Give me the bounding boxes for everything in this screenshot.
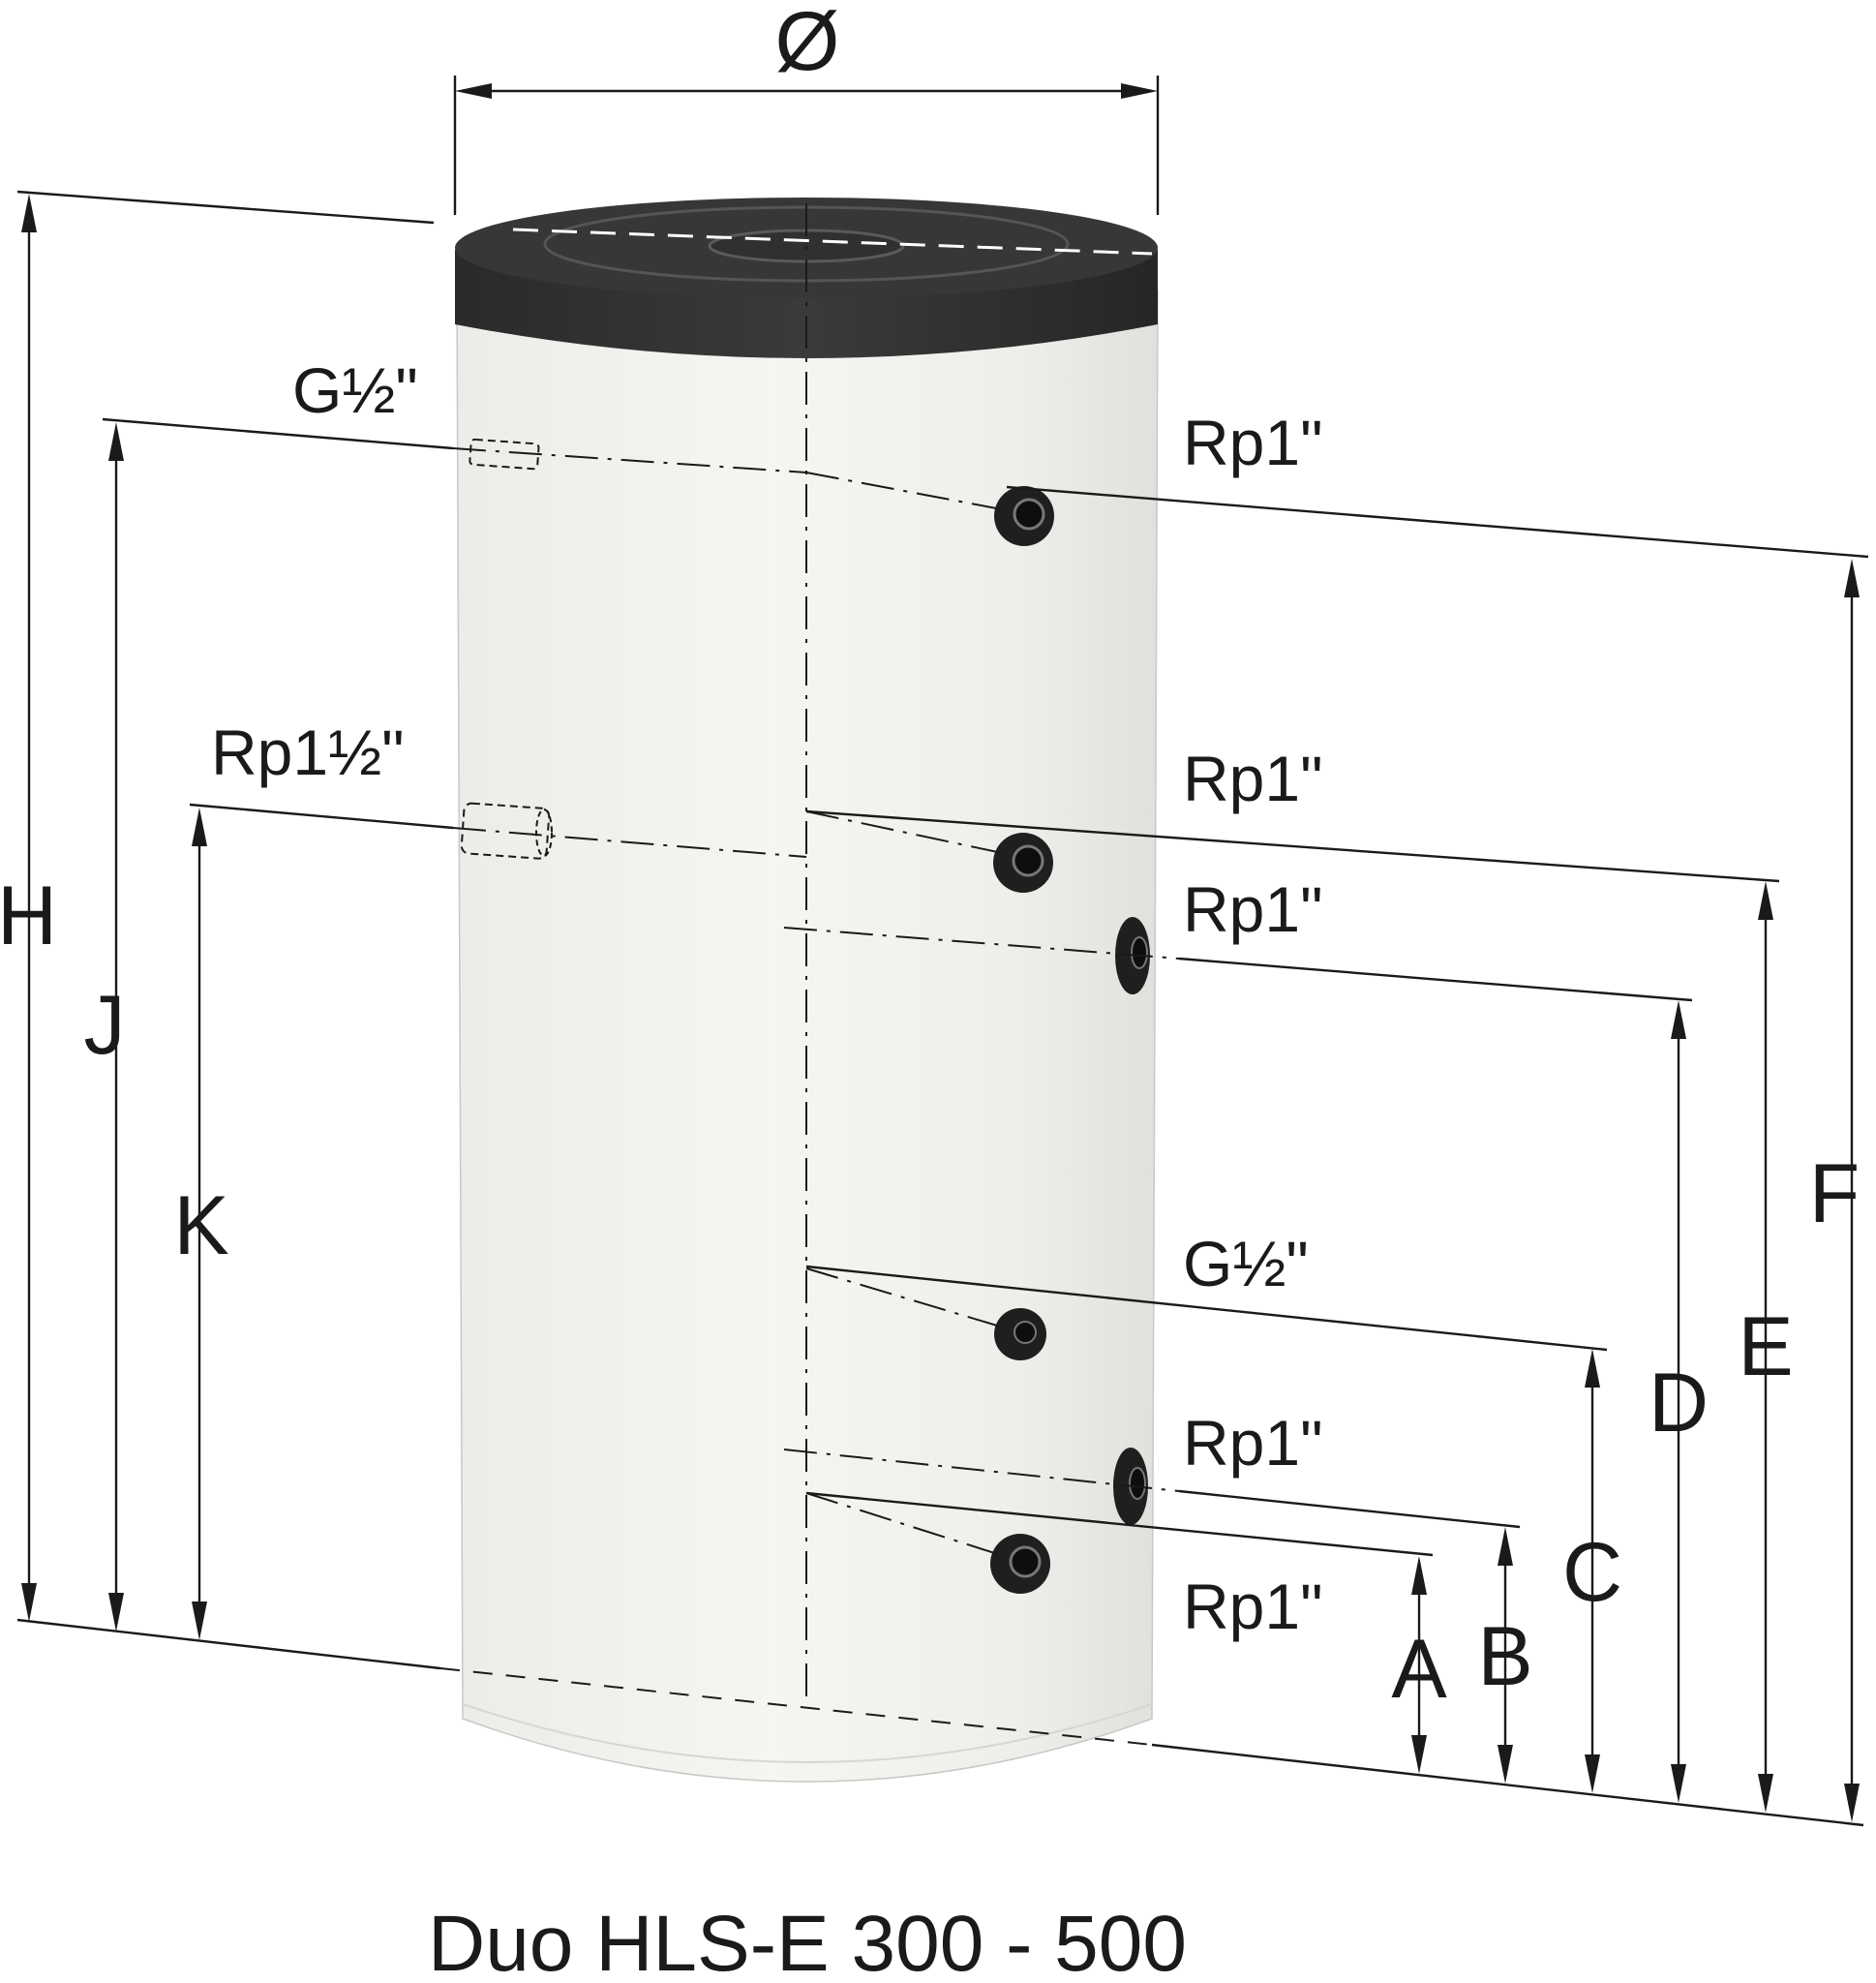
diameter-label: Ø [775, 0, 840, 88]
connection-label-left-top: G½" [292, 354, 418, 426]
tank-bottom-rim [462, 1703, 1153, 1763]
socket-right-2 [993, 833, 1053, 893]
dim-label-k: K [173, 1179, 228, 1272]
connection-label-right-4: G½" [1183, 1228, 1309, 1299]
connection-label-right-2: Rp1" [1183, 743, 1323, 814]
dimension-arrows [21, 194, 1860, 1822]
dim-label-h: H [0, 869, 57, 962]
socket-right-6 [990, 1534, 1050, 1594]
connection-label-right-3: Rp1" [1183, 873, 1323, 945]
connection-label-right-6: Rp1" [1183, 1571, 1323, 1642]
connection-label-right-1: Rp1" [1183, 407, 1323, 478]
connection-label-right-5: Rp1" [1183, 1407, 1323, 1479]
socket-left-top [469, 438, 540, 471]
dim-label-d: D [1649, 1357, 1709, 1449]
dim-label-e: E [1738, 1300, 1793, 1393]
tank [455, 198, 1159, 1783]
dim-label-j: J [84, 979, 126, 1072]
dim-label-f: F [1809, 1147, 1861, 1240]
reference-lines [16, 190, 1869, 1827]
socket-right-4 [994, 1308, 1046, 1360]
dim-label-b: B [1477, 1610, 1532, 1703]
connection-label-left-mid: Rp1½" [211, 717, 405, 788]
diagram-title: Duo HLS-E 300 - 500 [428, 1900, 1187, 1983]
diameter-dimension [453, 76, 1160, 215]
socket-right-1 [994, 486, 1054, 546]
dim-label-a: A [1391, 1623, 1447, 1716]
dim-label-c: C [1562, 1526, 1622, 1619]
